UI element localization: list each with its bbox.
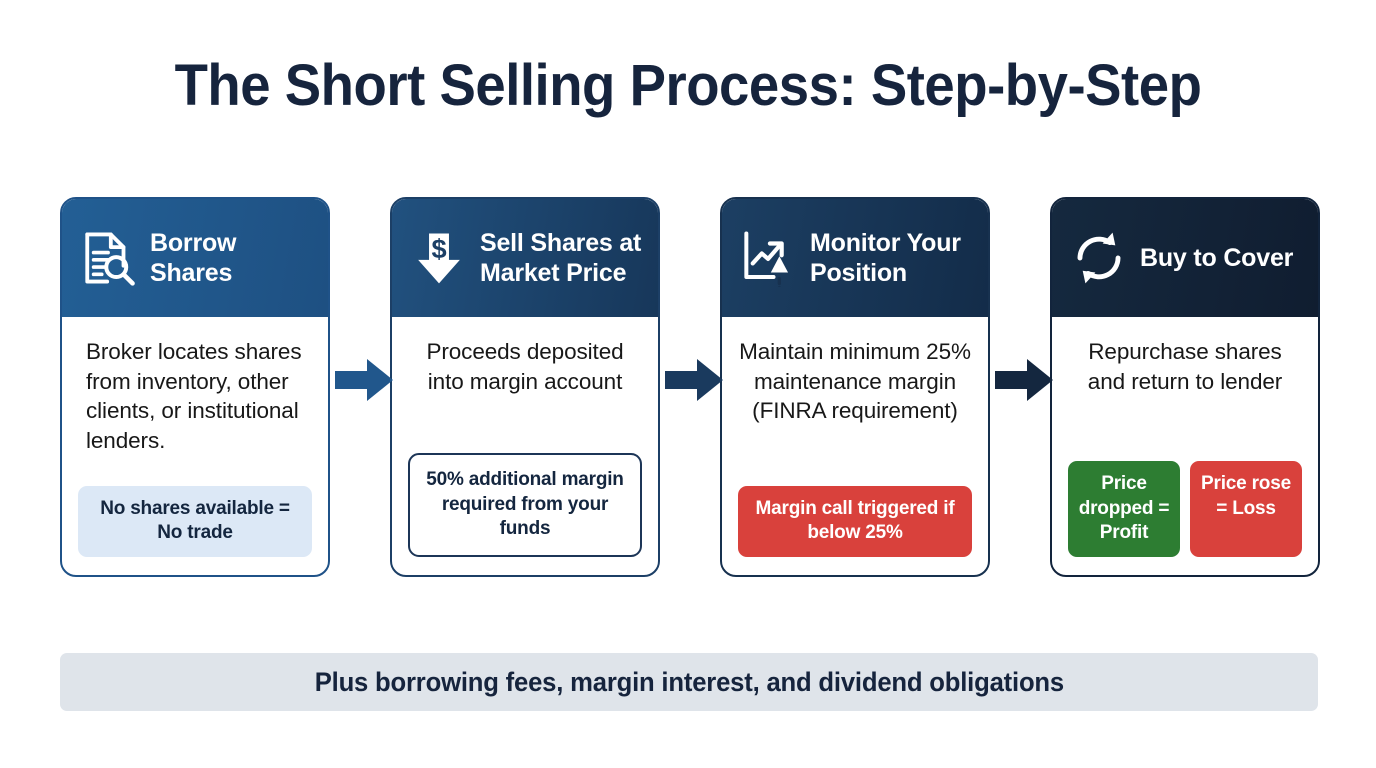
step-card-text: Repurchase shares and return to lender: [1087, 339, 1283, 394]
step-card-badges: 50% additional margin required from your…: [408, 452, 642, 557]
chart-warning-icon: [740, 229, 798, 287]
status-badge-price-dropped: Price dropped = Profit: [1068, 460, 1180, 557]
footer-note-bar: Plus borrowing fees, margin interest, an…: [60, 653, 1318, 711]
step-card-sell-shares[interactable]: $ Sell Shares at Market Price Proceeds d…: [390, 197, 660, 577]
page-title: The Short Selling Process: Step-by-Step: [174, 53, 1202, 118]
step-card-text: Proceeds deposited into margin account: [426, 339, 624, 394]
status-badge-no-shares: No shares available = No trade: [78, 485, 312, 557]
step-card-text: Broker locates shares from inventory, ot…: [86, 339, 302, 454]
dollar-down-arrow-icon: $: [410, 229, 468, 287]
footer-note-text: Plus borrowing fees, margin interest, an…: [314, 666, 1064, 697]
step-card-badges: Margin call triggered if below 25%: [738, 485, 972, 557]
svg-text:$: $: [431, 233, 446, 264]
step-card-body: Broker locates shares from inventory, ot…: [62, 317, 328, 575]
step-card-borrow-shares[interactable]: Borrow Shares Broker locates shares from…: [60, 197, 330, 577]
steps-row: Borrow Shares Broker locates shares from…: [60, 197, 1320, 577]
step-card-header: Borrow Shares: [62, 199, 328, 317]
connector-arrow-2: [665, 355, 725, 405]
step-card-title: Buy to Cover: [1140, 243, 1294, 272]
step-card-header: Monitor Your Position: [722, 199, 988, 317]
connector-arrow-1: [335, 355, 395, 405]
step-card-body: Proceeds deposited into margin account 5…: [392, 317, 658, 575]
step-card-badges: Price dropped = Profit Price rose = Loss: [1068, 460, 1302, 557]
step-card-title: Borrow Shares: [150, 228, 237, 288]
step-card-text: Maintain minimum 25% maintenance margin …: [739, 339, 971, 424]
status-badge-additional-margin: 50% additional margin required from your…: [408, 452, 642, 557]
document-search-icon: [80, 229, 138, 287]
status-badge-margin-call: Margin call triggered if below 25%: [738, 485, 972, 557]
step-card-buy-to-cover[interactable]: Buy to Cover Repurchase shares and retur…: [1050, 197, 1320, 577]
step-card-body: Maintain minimum 25% maintenance margin …: [722, 317, 988, 575]
step-card-title: Monitor Your Position: [810, 228, 961, 288]
step-card-badges: No shares available = No trade: [78, 485, 312, 557]
step-card-title: Sell Shares at Market Price: [480, 228, 642, 288]
step-card-body: Repurchase shares and return to lender P…: [1052, 317, 1318, 575]
step-card-monitor-position[interactable]: Monitor Your Position Maintain minimum 2…: [720, 197, 990, 577]
step-card-header: Buy to Cover: [1052, 199, 1318, 317]
refresh-cycle-icon: [1070, 229, 1128, 287]
step-card-header: $ Sell Shares at Market Price: [392, 199, 658, 317]
connector-arrow-3: [995, 355, 1055, 405]
status-badge-price-rose: Price rose = Loss: [1190, 460, 1302, 557]
